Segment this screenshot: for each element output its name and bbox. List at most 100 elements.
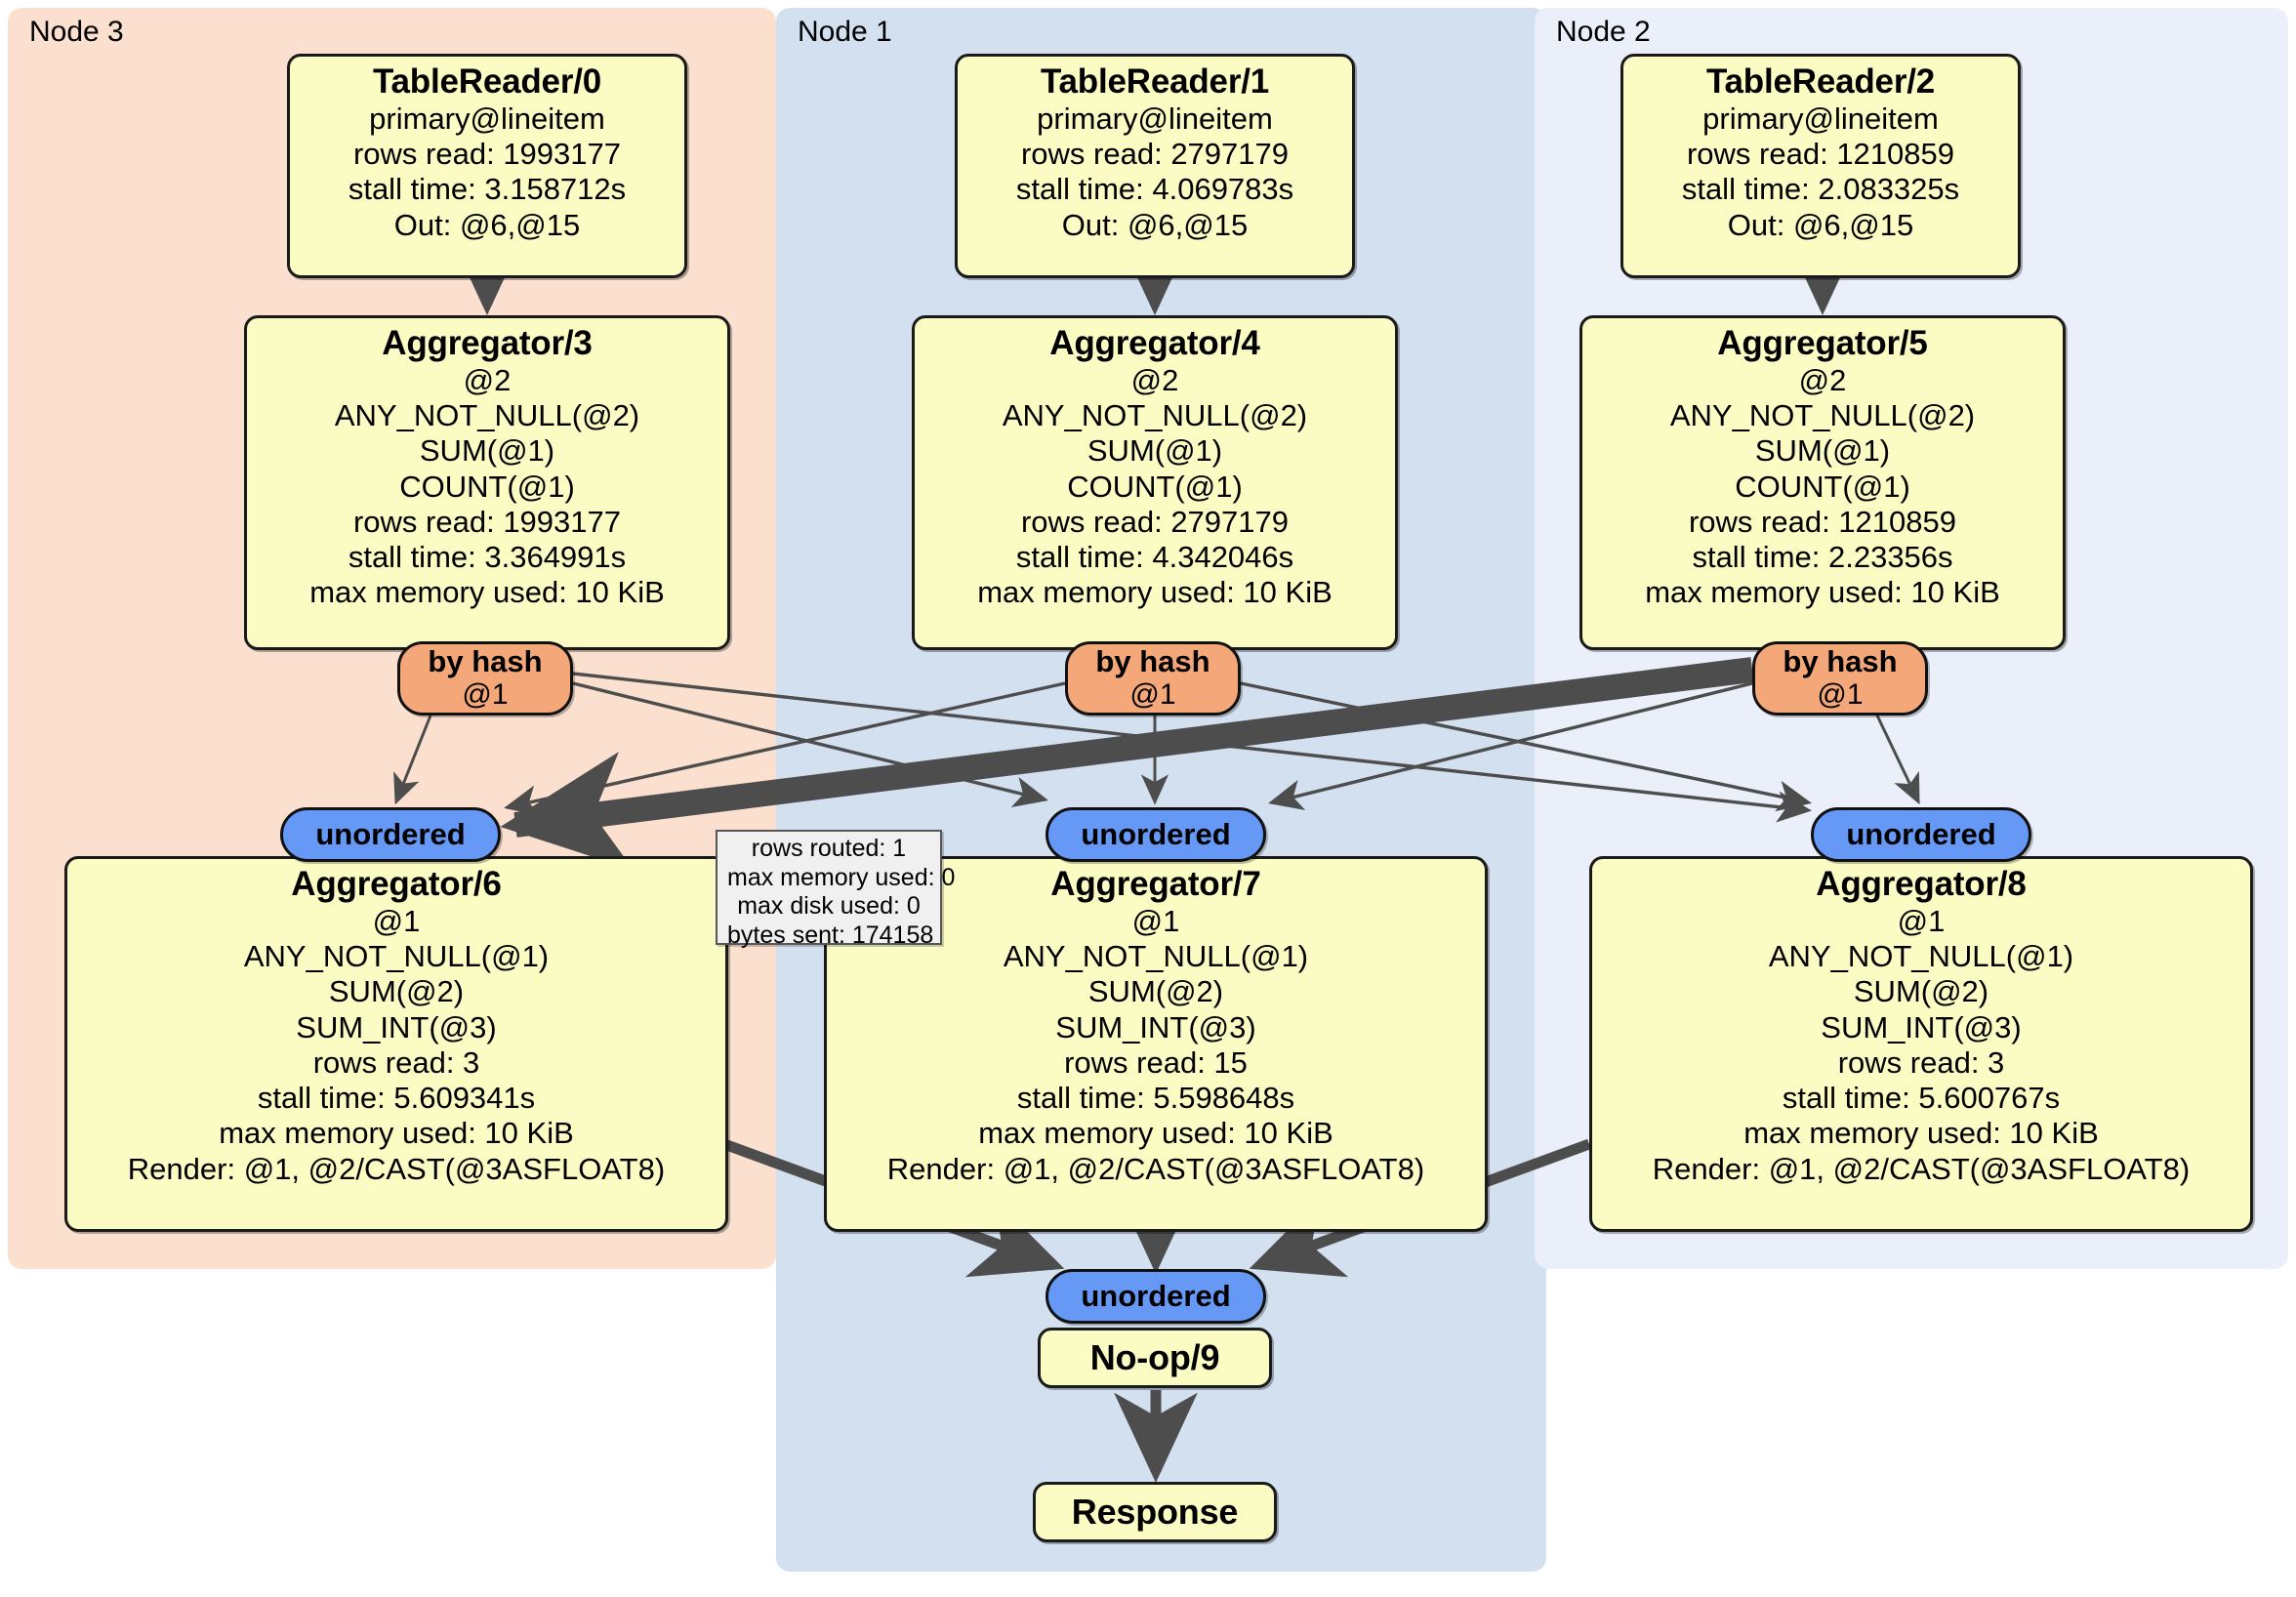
synchronizer-title: unordered bbox=[1081, 816, 1231, 851]
node-detail-line: Render: @1, @2/CAST(@3ASFLOAT8) bbox=[1652, 1151, 2191, 1186]
router-column: @1 bbox=[1129, 677, 1176, 711]
node-detail-line: @1 bbox=[372, 903, 421, 938]
synchronizer-unordered-aggregator7[interactable]: unordered bbox=[1046, 807, 1266, 862]
node-detail-line: ANY_NOT_NULL(@1) bbox=[1768, 939, 2074, 974]
node-detail-line: Render: @1, @2/CAST(@3ASFLOAT8) bbox=[886, 1151, 1425, 1186]
node-detail-line: rows read: 15 bbox=[1064, 1044, 1248, 1080]
node-detail-line: max memory used: 10 KiB bbox=[978, 1116, 1333, 1151]
router-by-hash-aggregator4[interactable]: by hash @1 bbox=[1065, 641, 1241, 716]
node-tablereader0[interactable]: TableReader/0 primary@lineitem rows read… bbox=[287, 54, 687, 278]
node-detail-line: ANY_NOT_NULL(@2) bbox=[1002, 398, 1308, 433]
node-tablereader2[interactable]: TableReader/2 primary@lineitem rows read… bbox=[1620, 54, 2021, 278]
router-title: by hash bbox=[1095, 644, 1210, 679]
node-title: No-op/9 bbox=[1089, 1337, 1220, 1378]
node-title: Aggregator/6 bbox=[291, 865, 502, 903]
node-detail-line: ANY_NOT_NULL(@2) bbox=[334, 398, 640, 433]
node-aggregator6[interactable]: Aggregator/6 @1 ANY_NOT_NULL(@1) SUM(@2)… bbox=[64, 856, 728, 1232]
node-detail-line: Out: @6,@15 bbox=[393, 207, 581, 242]
router-by-hash-aggregator3[interactable]: by hash @1 bbox=[397, 641, 573, 716]
node-detail-line: SUM(@2) bbox=[1853, 974, 1989, 1009]
node-detail-line: stall time: 3.364991s bbox=[348, 540, 627, 575]
cluster-node2-label: Node 2 bbox=[1556, 16, 1651, 48]
node-detail-line: SUM(@2) bbox=[328, 974, 465, 1009]
node-title: TableReader/0 bbox=[372, 62, 602, 101]
stat-rows-routed: rows routed: 1 bbox=[751, 835, 907, 862]
synchronizer-unordered-aggregator6[interactable]: unordered bbox=[280, 807, 501, 862]
stat-max-disk-used: max disk used: 0 bbox=[737, 892, 921, 920]
node-detail-line: @2 bbox=[1798, 362, 1847, 397]
node-detail-line: COUNT(@1) bbox=[1735, 469, 1910, 504]
node-title: TableReader/1 bbox=[1040, 62, 1270, 101]
node-detail-line: stall time: 5.598648s bbox=[1016, 1081, 1295, 1116]
node-detail-line: rows read: 1993177 bbox=[352, 137, 622, 172]
stat-bytes-sent: bytes sent: 174158 bbox=[727, 921, 934, 949]
node-detail-line: rows read: 1210859 bbox=[1686, 137, 1955, 172]
node-detail-line: max memory used: 10 KiB bbox=[1743, 1116, 2099, 1151]
node-detail-line: SUM(@1) bbox=[419, 433, 555, 469]
node-title: Aggregator/8 bbox=[1816, 865, 2027, 903]
node-detail-line: Out: @6,@15 bbox=[1061, 207, 1249, 242]
node-detail-line: COUNT(@1) bbox=[1067, 469, 1243, 504]
node-aggregator7[interactable]: Aggregator/7 @1 ANY_NOT_NULL(@1) SUM(@2)… bbox=[824, 856, 1488, 1232]
synchronizer-unordered-aggregator8[interactable]: unordered bbox=[1811, 807, 2031, 862]
router-stats-tooltip: rows routed: 1 max memory used: 0 max di… bbox=[716, 830, 956, 949]
node-aggregator5[interactable]: Aggregator/5 @2 ANY_NOT_NULL(@2) SUM(@1)… bbox=[1579, 315, 2066, 650]
router-title: by hash bbox=[428, 644, 543, 679]
node-noop9[interactable]: No-op/9 bbox=[1038, 1328, 1272, 1388]
node-detail-line: ANY_NOT_NULL(@2) bbox=[1669, 398, 1976, 433]
node-detail-line: @2 bbox=[1130, 362, 1179, 397]
synchronizer-unordered-noop9[interactable]: unordered bbox=[1046, 1269, 1266, 1324]
node-detail-line: max memory used: 10 KiB bbox=[1645, 575, 2000, 610]
node-title: Aggregator/4 bbox=[1049, 324, 1260, 362]
node-detail-line: primary@lineitem bbox=[369, 101, 605, 136]
node-detail-line: stall time: 2.083325s bbox=[1681, 172, 1960, 207]
router-column: @1 bbox=[462, 677, 509, 711]
node-detail-line: @1 bbox=[1897, 903, 1946, 938]
node-detail-line: rows read: 2797179 bbox=[1020, 504, 1290, 539]
router-title: by hash bbox=[1783, 644, 1898, 679]
node-detail-line: SUM(@2) bbox=[1087, 974, 1224, 1009]
node-detail-line: rows read: 3 bbox=[1837, 1044, 2005, 1080]
node-detail-line: rows read: 1210859 bbox=[1688, 504, 1957, 539]
node-aggregator3[interactable]: Aggregator/3 @2 ANY_NOT_NULL(@2) SUM(@1)… bbox=[244, 315, 730, 650]
node-detail-line: SUM_INT(@3) bbox=[296, 1009, 497, 1044]
node-detail-line: SUM_INT(@3) bbox=[1821, 1009, 2022, 1044]
node-title: Aggregator/7 bbox=[1050, 865, 1261, 903]
router-by-hash-aggregator5[interactable]: by hash @1 bbox=[1752, 641, 1928, 716]
node-detail-line: rows read: 1993177 bbox=[352, 504, 622, 539]
synchronizer-title: unordered bbox=[1081, 1278, 1231, 1313]
node-detail-line: SUM(@1) bbox=[1754, 433, 1891, 469]
node-detail-line: Render: @1, @2/CAST(@3ASFLOAT8) bbox=[127, 1151, 666, 1186]
node-detail-line: stall time: 2.23356s bbox=[1692, 540, 1953, 575]
node-response[interactable]: Response bbox=[1033, 1482, 1277, 1542]
node-detail-line: stall time: 4.342046s bbox=[1015, 540, 1294, 575]
node-detail-line: @1 bbox=[1131, 903, 1180, 938]
node-detail-line: Out: @6,@15 bbox=[1727, 207, 1914, 242]
synchronizer-title: unordered bbox=[1846, 816, 1996, 851]
node-detail-line: stall time: 5.609341s bbox=[257, 1081, 536, 1116]
node-detail-line: COUNT(@1) bbox=[399, 469, 575, 504]
node-detail-line: rows read: 3 bbox=[312, 1044, 480, 1080]
node-detail-line: SUM(@1) bbox=[1086, 433, 1223, 469]
node-detail-line: stall time: 5.600767s bbox=[1782, 1081, 2061, 1116]
node-aggregator8[interactable]: Aggregator/8 @1 ANY_NOT_NULL(@1) SUM(@2)… bbox=[1589, 856, 2253, 1232]
node-detail-line: SUM_INT(@3) bbox=[1055, 1009, 1256, 1044]
node-title: Response bbox=[1071, 1492, 1239, 1533]
node-detail-line: max memory used: 10 KiB bbox=[977, 575, 1332, 610]
node-detail-line: ANY_NOT_NULL(@1) bbox=[1003, 939, 1309, 974]
node-detail-line: max memory used: 10 KiB bbox=[309, 575, 665, 610]
synchronizer-title: unordered bbox=[315, 816, 466, 851]
router-column: @1 bbox=[1817, 677, 1864, 711]
node-detail-line: primary@lineitem bbox=[1702, 101, 1939, 136]
node-detail-line: primary@lineitem bbox=[1037, 101, 1273, 136]
node-tablereader1[interactable]: TableReader/1 primary@lineitem rows read… bbox=[955, 54, 1355, 278]
stat-max-memory-used: max memory used: 0 bbox=[727, 863, 956, 891]
cluster-node1-label: Node 1 bbox=[798, 16, 892, 48]
node-title: TableReader/2 bbox=[1705, 62, 1936, 101]
node-aggregator4[interactable]: Aggregator/4 @2 ANY_NOT_NULL(@2) SUM(@1)… bbox=[912, 315, 1398, 650]
node-title: Aggregator/3 bbox=[382, 324, 593, 362]
node-detail-line: ANY_NOT_NULL(@1) bbox=[243, 939, 550, 974]
node-detail-line: stall time: 4.069783s bbox=[1015, 172, 1294, 207]
node-title: Aggregator/5 bbox=[1717, 324, 1928, 362]
